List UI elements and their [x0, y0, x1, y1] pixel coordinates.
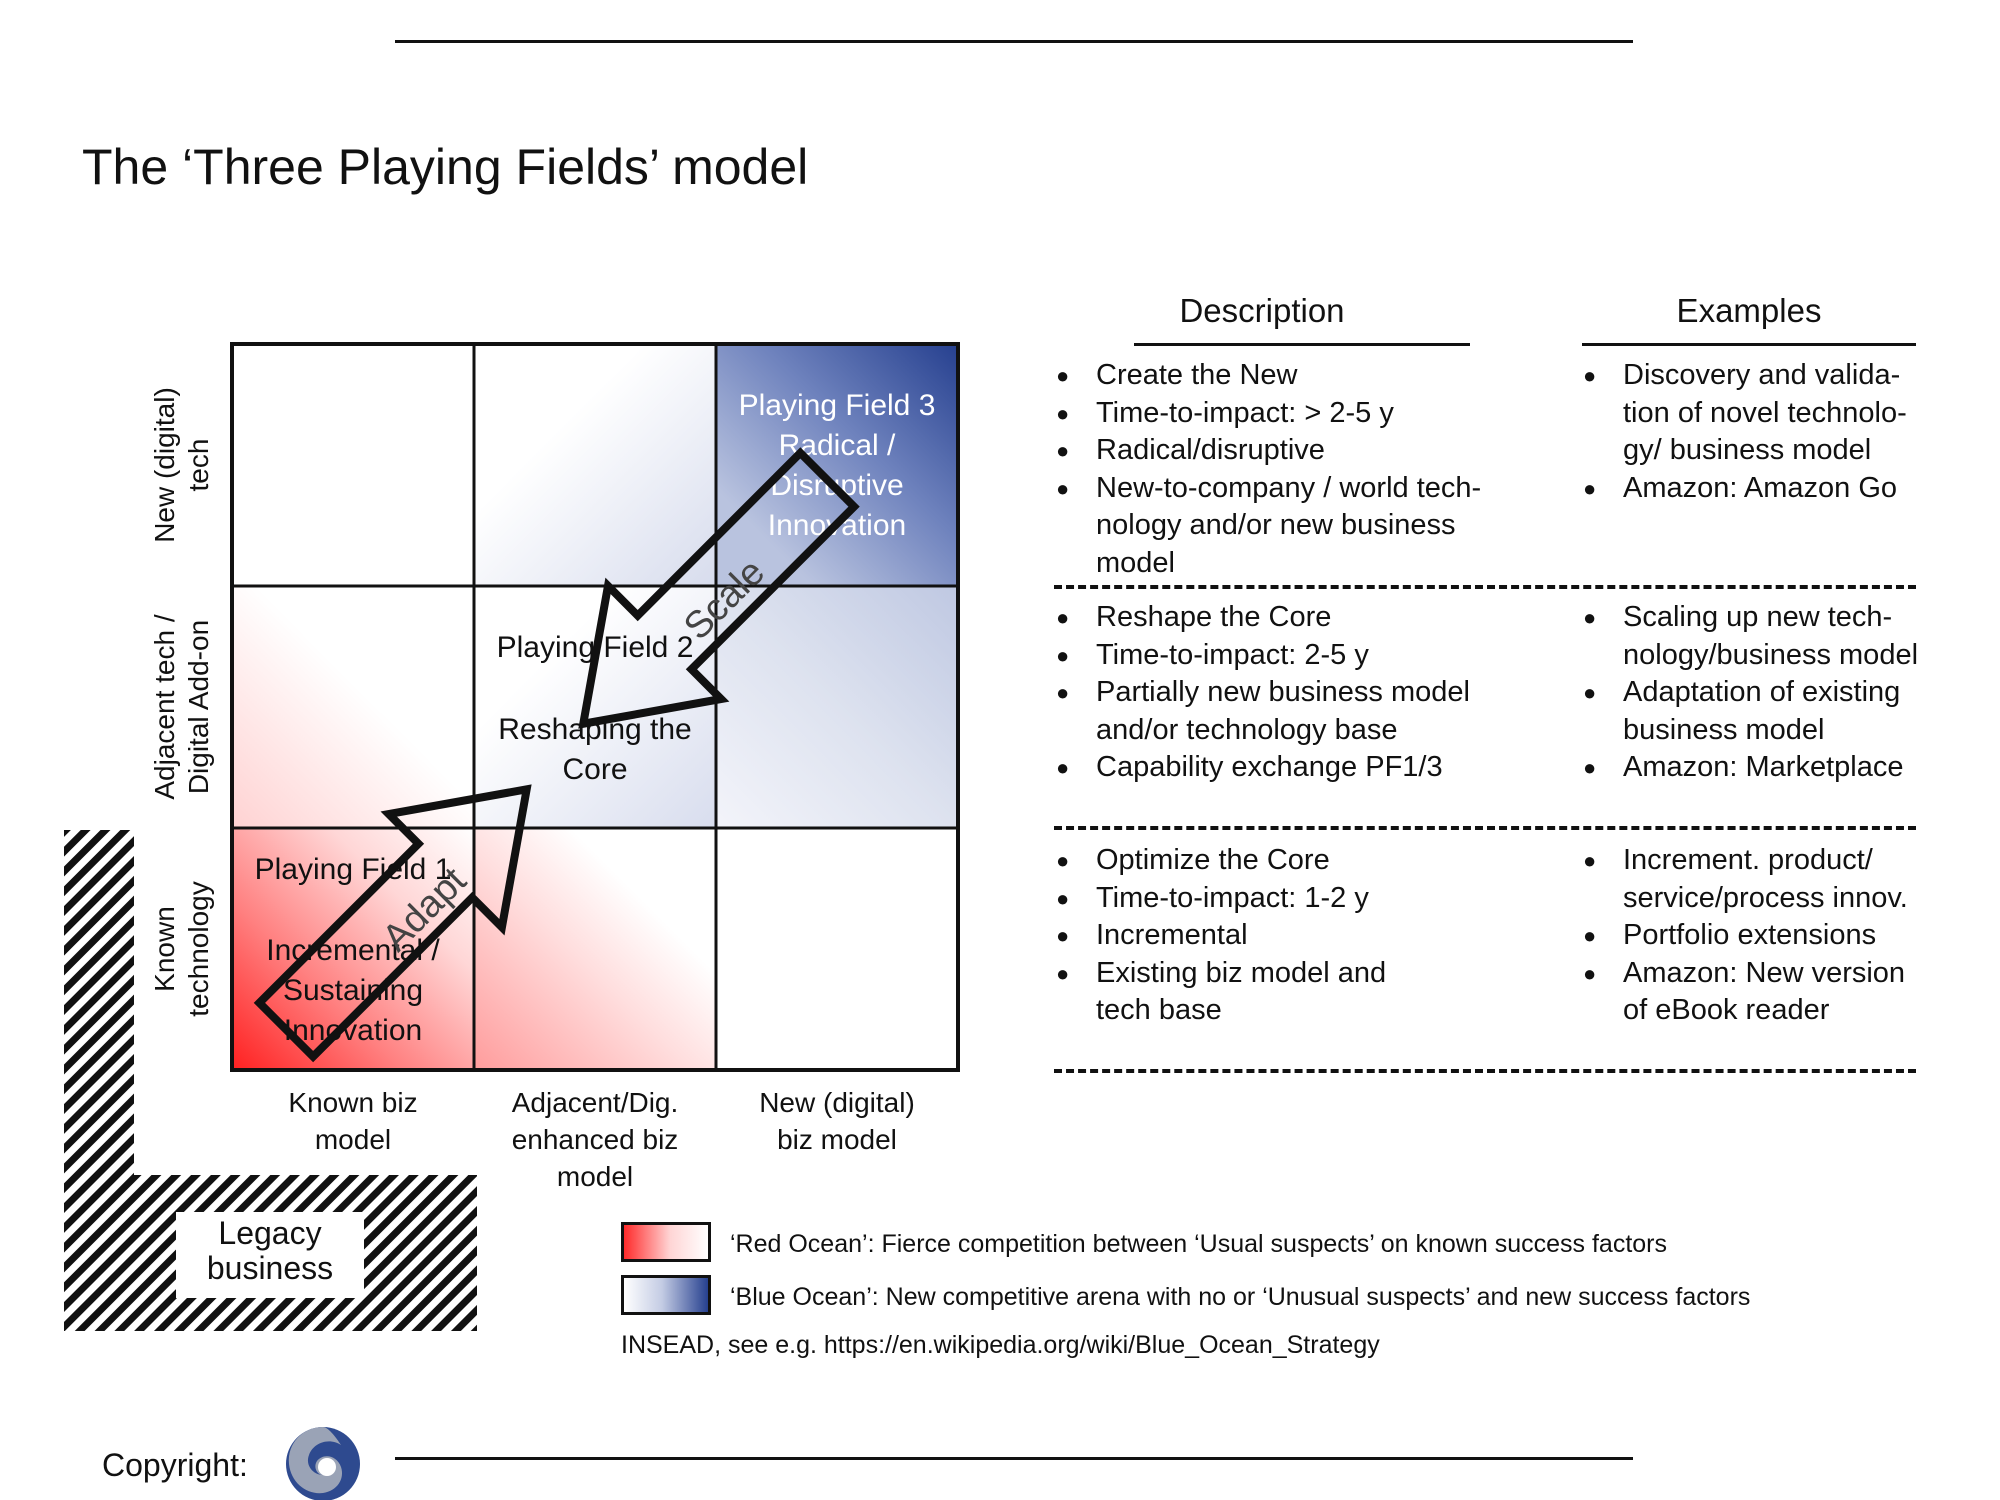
red-ocean-swatch [621, 1222, 711, 1262]
list-item: Radical/disruptive [1056, 432, 1481, 470]
list-item: Reshape the Core [1056, 599, 1470, 637]
y-axis-label-known-tech: Known technology [149, 881, 214, 1017]
list-item: Amazon: New version of eBook reader [1583, 955, 1908, 1030]
scale-arrow [578, 447, 860, 729]
list-item: Increment. product/ service/process inno… [1583, 842, 1908, 917]
description-header: Description [1179, 292, 1345, 329]
row-divider [1054, 585, 1916, 589]
examples-header-rule [1582, 343, 1916, 346]
list-item: Scaling up new tech- nology/business mod… [1583, 599, 1918, 674]
copyright-label: Copyright: [102, 1447, 248, 1483]
list-item: Incremental [1056, 917, 1386, 955]
cell-new-biz-new-tech [716, 344, 958, 586]
bottom-rule [395, 1457, 1633, 1460]
blue-ocean-legend: ‘Blue Ocean’: New competitive arena with… [730, 1283, 1751, 1311]
x-axis-label-new-biz: New (digital) biz model [759, 1087, 915, 1155]
page-title: The ‘Three Playing Fields’ model [82, 139, 809, 195]
row-1-description-list: Create the New Time-to-impact: > 2-5 y R… [1056, 357, 1481, 582]
list-item: Time-to-impact: 2-5 y [1056, 637, 1470, 675]
top-rule [395, 40, 1633, 43]
list-item: Portfolio extensions [1583, 917, 1908, 955]
legacy-business-box [176, 1212, 364, 1298]
list-item: Capability exchange PF1/3 [1056, 749, 1470, 787]
list-item: Time-to-impact: > 2-5 y [1056, 395, 1481, 433]
row-3-description-list: Optimize the Core Time-to-impact: 1-2 y … [1056, 842, 1386, 1030]
y-axis-label-adjacent-tech: Adjacent tech / Digital Add-on [149, 614, 214, 800]
list-item: Adaptation of existing business model [1583, 674, 1918, 749]
cell-known-biz-adjacent-tech [232, 586, 474, 828]
row-2-description-list: Reshape the Core Time-to-impact: 2-5 y P… [1056, 599, 1470, 787]
row-divider [1054, 826, 1916, 830]
playing-field-1-title: Playing Field 1 [254, 853, 452, 886]
row-1-examples-list: Discovery and valida- tion of novel tech… [1583, 357, 1907, 507]
legend-source: INSEAD, see e.g. https://en.wikipedia.or… [621, 1331, 1380, 1359]
y-axis-label-new-tech: New (digital) tech [149, 387, 214, 543]
x-axis-label-adjacent-biz: Adjacent/Dig. enhanced biz model [511, 1087, 679, 1192]
list-item: Time-to-impact: 1-2 y [1056, 880, 1386, 918]
cell-adjacent-biz-new-tech [474, 344, 716, 586]
list-item: Partially new business model and/or tech… [1056, 674, 1470, 749]
list-item: Amazon: Marketplace [1583, 749, 1918, 787]
description-header-rule [1134, 343, 1470, 346]
list-item: Amazon: Amazon Go [1583, 470, 1907, 508]
cell-known-biz-known-tech [232, 828, 474, 1070]
swirl-logo-icon [286, 1427, 360, 1500]
adapt-arrow [253, 784, 532, 1063]
row-divider [1054, 1069, 1916, 1073]
cell-new-biz-adjacent-tech [716, 586, 958, 828]
list-item: Create the New [1056, 357, 1481, 395]
list-item: Optimize the Core [1056, 842, 1386, 880]
row-3-examples-list: Increment. product/ service/process inno… [1583, 842, 1908, 1030]
examples-header: Examples [1676, 292, 1822, 329]
x-axis-label-known-biz: Known biz model [288, 1087, 418, 1155]
row-2-examples-list: Scaling up new tech- nology/business mod… [1583, 599, 1918, 787]
red-ocean-legend: ‘Red Ocean’: Fierce competition between … [730, 1230, 1668, 1258]
list-item: New-to-company / world tech- nology and/… [1056, 470, 1481, 583]
list-item: Existing biz model and tech base [1056, 955, 1386, 1030]
list-item: Discovery and valida- tion of novel tech… [1583, 357, 1907, 470]
legacy-business-label: Legacy business [206, 1215, 334, 1286]
blue-ocean-swatch [621, 1275, 711, 1315]
